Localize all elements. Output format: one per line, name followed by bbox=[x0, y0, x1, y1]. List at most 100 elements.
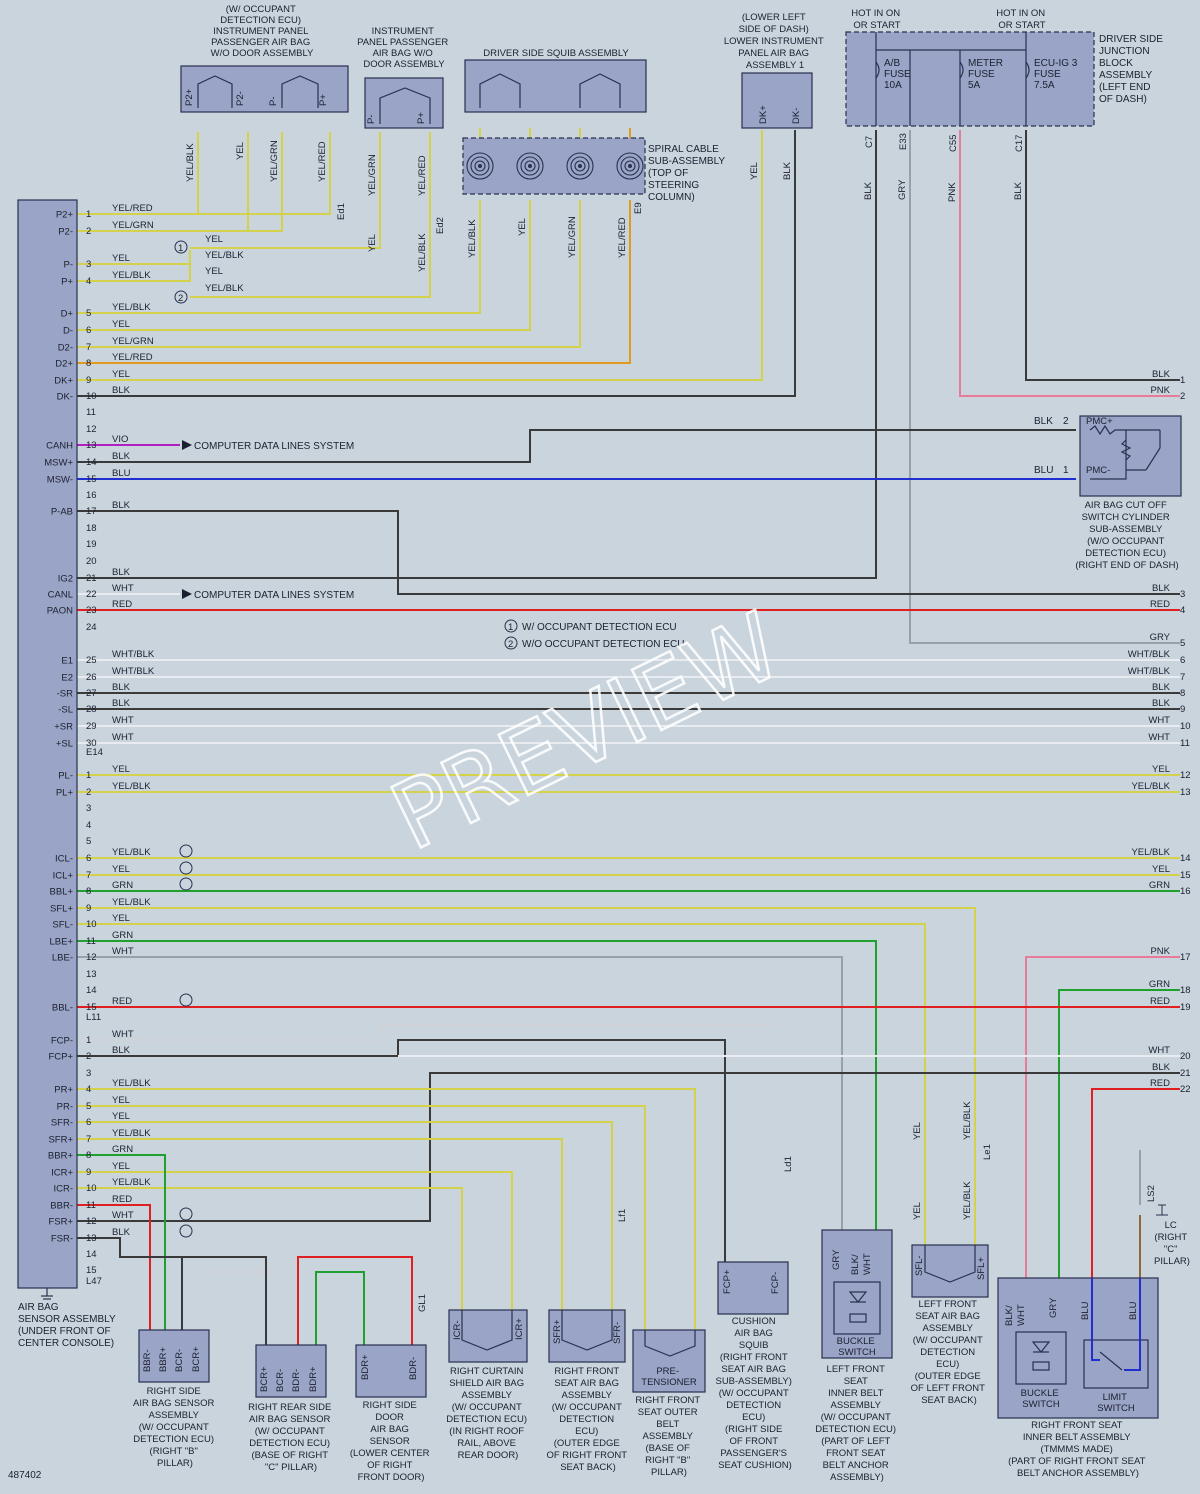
sensor-pin-38: SFR+ bbox=[48, 1135, 73, 1146]
mid-wire-labels: YEL YEL/BLK YEL YEL/BLK bbox=[912, 1101, 973, 1220]
spiral-coil-2 bbox=[566, 152, 594, 180]
wire-color-label-28: WHT bbox=[112, 715, 134, 726]
wire-number-43: 14 bbox=[86, 985, 97, 996]
wire-number-54: 10 bbox=[86, 1183, 97, 1194]
output-number-7: 8 bbox=[1180, 688, 1185, 699]
wire-number-2: 3 bbox=[86, 259, 91, 270]
output-number-21: 22 bbox=[1180, 1084, 1191, 1095]
svg-text:HOT IN ON OR START: HOT IN ON OR START bbox=[996, 8, 1048, 31]
wire-color-label-50: YEL bbox=[112, 1111, 130, 1122]
wire-color-label-20: BLK bbox=[112, 567, 131, 578]
wire-number-1: 2 bbox=[86, 226, 91, 237]
svg-text:YEL/RED: YEL/RED bbox=[617, 217, 628, 258]
wire-number-47: 3 bbox=[86, 1068, 91, 1079]
sensor-pin-13: P-AB bbox=[51, 507, 73, 518]
branch-wire-label-3: YEL/BLK bbox=[205, 283, 244, 294]
wire-number-21: 22 bbox=[86, 589, 97, 600]
svg-text:BLU: BLU bbox=[1080, 1301, 1091, 1320]
spiral-center-0 bbox=[478, 164, 482, 168]
sensor-pin-33: FCP- bbox=[51, 1036, 73, 1047]
right-front-seat-outer-belt: PRE- TENSIONER RIGHT FRONT SEAT OUTER BE… bbox=[632, 1329, 706, 1478]
sensor-pin-7: D2+ bbox=[55, 359, 73, 370]
wire-color-label-36: YEL bbox=[112, 864, 130, 875]
output-number-14: 15 bbox=[1180, 870, 1191, 881]
svg-text:BUCKLE SWITCH: BUCKLE SWITCH bbox=[837, 1336, 878, 1358]
svg-text:DK+: DK+ bbox=[758, 105, 769, 124]
wire-color-label-55: RED bbox=[112, 1194, 132, 1205]
svg-text:FCP+: FCP+ bbox=[722, 1269, 733, 1294]
branch-wire-label-1: YEL/BLK bbox=[205, 250, 244, 261]
wire-number-57: 13 bbox=[86, 1233, 97, 1244]
output-number-9: 10 bbox=[1180, 721, 1191, 732]
svg-text:P2-: P2- bbox=[235, 91, 246, 106]
wire-color-label-13: BLK bbox=[112, 451, 131, 462]
output-number-18: 19 bbox=[1180, 1002, 1191, 1013]
svg-text:1: 1 bbox=[1063, 465, 1069, 476]
wire-color-label-45: WHT bbox=[112, 1029, 134, 1040]
wire-color-label-51: YEL/BLK bbox=[112, 1128, 151, 1139]
svg-text:C55: C55 bbox=[948, 135, 959, 152]
svg-text:A/B FUSE 10A: A/B FUSE 10A bbox=[884, 58, 913, 91]
sensor-pin-28: SFL+ bbox=[50, 904, 73, 915]
wire-number-39: 10 bbox=[86, 919, 97, 930]
output-number-10: 11 bbox=[1180, 738, 1190, 749]
sensor-pin-18: E2 bbox=[61, 673, 73, 684]
output-color-label-6: WHT/BLK bbox=[1128, 666, 1171, 677]
svg-text:P-: P- bbox=[268, 97, 279, 107]
wire-number-36: 7 bbox=[86, 870, 91, 881]
svg-text:Ld1: Ld1 bbox=[783, 1156, 794, 1172]
svg-text:YEL/GRN: YEL/GRN bbox=[269, 140, 280, 182]
svg-text:P-: P- bbox=[366, 115, 377, 125]
output-color-label-21: RED bbox=[1150, 1078, 1170, 1089]
right-front-seat-airbag: SFR+ SFR- RIGHT FRONT SEAT AIR BAG ASSEM… bbox=[546, 1309, 627, 1473]
output-color-label-20: BLK bbox=[1152, 1062, 1171, 1073]
svg-text:E33: E33 bbox=[898, 133, 909, 150]
wire-number-15: 16 bbox=[86, 490, 97, 501]
wire-number-18: 19 bbox=[86, 539, 97, 550]
svg-text:GRY: GRY bbox=[831, 1249, 842, 1270]
output-number-17: 18 bbox=[1180, 985, 1191, 996]
spiral-coil-3 bbox=[624, 160, 636, 172]
output-number-20: 21 bbox=[1180, 1068, 1191, 1079]
svg-text:YEL/RED: YEL/RED bbox=[417, 155, 428, 196]
svg-text:DRIVER SIDE JUNCTION: DRIVER SIDE JUNCTION BLOCK ASSEMBLY (LEF… bbox=[1099, 34, 1166, 105]
svg-text:RIGHT SIDE AIR BAG SENSO: RIGHT SIDE AIR BAG SENSOR ASSEMBLY (W/ O… bbox=[133, 1386, 217, 1469]
svg-text:BCR+: BCR+ bbox=[259, 1366, 270, 1392]
sensor-pin-31: LBE- bbox=[52, 953, 73, 964]
sensor-pin-11: MSW+ bbox=[44, 458, 73, 469]
wire-number-22: 23 bbox=[86, 605, 97, 616]
sensor-pin-36: PR- bbox=[57, 1102, 73, 1113]
spiral-coil-1 bbox=[520, 156, 540, 176]
wire-number-10: 11 bbox=[86, 407, 96, 418]
wire-color-label-49: YEL bbox=[112, 1095, 130, 1106]
svg-text:BLK: BLK bbox=[1013, 181, 1024, 200]
lc-ground: LC (RIGHT "C" PILLAR) bbox=[1154, 1204, 1190, 1267]
svg-text:BLU: BLU bbox=[1128, 1301, 1139, 1320]
output-color-label-8: BLK bbox=[1152, 698, 1171, 709]
wire-number-8: 9 bbox=[86, 375, 91, 386]
spiral-center-1 bbox=[528, 164, 532, 168]
wire-number-37: 8 bbox=[86, 886, 91, 897]
wire-number-16: 17 bbox=[86, 506, 97, 517]
preview-watermark: PREVIEW bbox=[375, 592, 796, 871]
svg-text:SPIRAL CABLE SUB-ASSEMBL: SPIRAL CABLE SUB-ASSEMBLY (TOP OF STEERI… bbox=[648, 144, 728, 203]
svg-text:BDR-: BDR- bbox=[291, 1369, 302, 1392]
svg-text:Ed1: Ed1 bbox=[336, 203, 347, 220]
wire-color-label-9: BLK bbox=[112, 385, 131, 396]
svg-text:BLK: BLK bbox=[782, 161, 793, 180]
wire-number-34: 5 bbox=[86, 836, 91, 847]
wire-number-26: 27 bbox=[86, 688, 97, 699]
svg-text:SFL+: SFL+ bbox=[976, 1257, 987, 1280]
sensor-pin-30: LBE+ bbox=[49, 937, 73, 948]
svg-text:YEL: YEL bbox=[367, 234, 378, 252]
wire-number-44: 15 bbox=[86, 1002, 97, 1013]
wire-color-label-31: YEL/BLK bbox=[112, 781, 151, 792]
wire-color-label-22: RED bbox=[112, 599, 132, 610]
output-number-5: 6 bbox=[1180, 655, 1185, 666]
ip-passenger-airbag-w-ecu: (W/ OCCUPANT DETECTION ECU) INSTRUMENT P… bbox=[180, 4, 349, 113]
wire-number-29: 30 bbox=[86, 738, 97, 749]
svg-text:PNK: PNK bbox=[947, 182, 958, 202]
svg-text:RIGHT FRONT SEAT OUTER: RIGHT FRONT SEAT OUTER BELT ASSEMBLY (BA… bbox=[635, 1395, 702, 1478]
svg-text:W/O OCCUPANT DETECTION ECU: W/O OCCUPANT DETECTION ECU bbox=[522, 639, 684, 650]
svg-text:WHT: WHT bbox=[862, 1253, 873, 1275]
